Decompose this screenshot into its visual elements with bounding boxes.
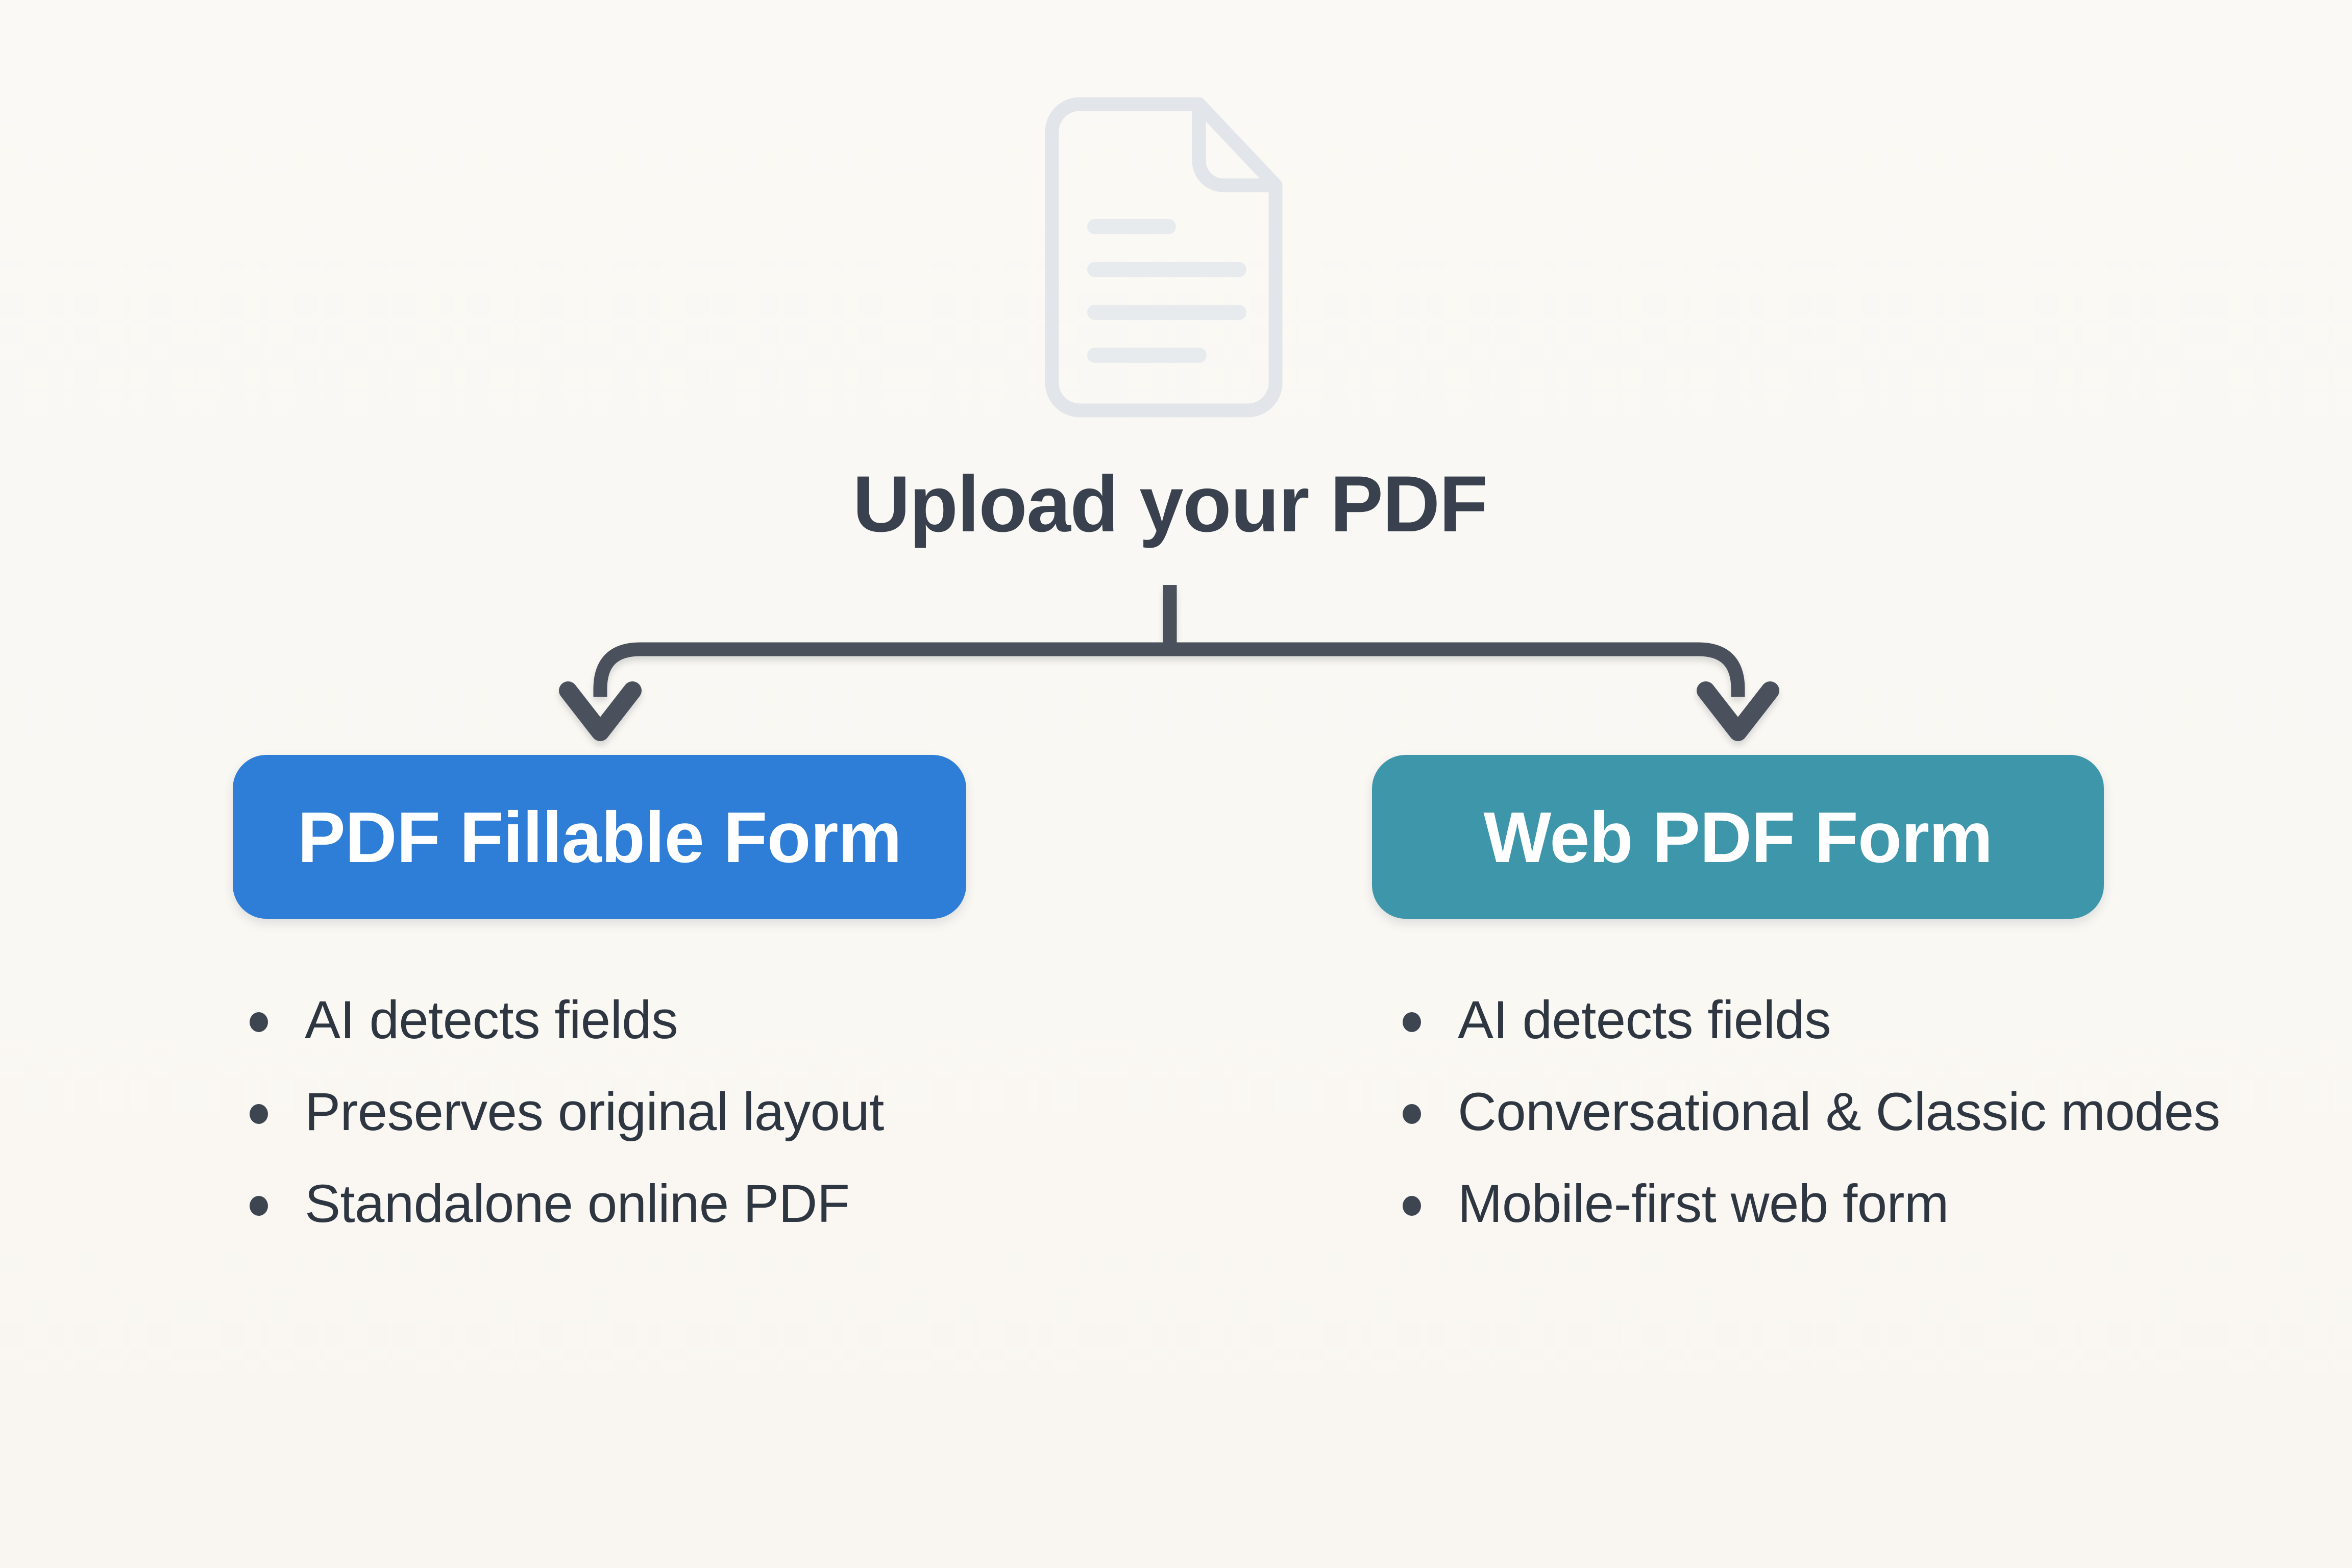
- page-title: Upload your PDF: [852, 461, 1488, 550]
- document-icon: [1045, 97, 1283, 418]
- arrow-down-icon: [559, 681, 642, 741]
- list-item: AI detects fields: [233, 975, 884, 1067]
- web-pdf-form-bullet-list: AI detects fields Conversational & Class…: [1386, 975, 2220, 1251]
- arrow-down-icon: [1697, 681, 1779, 741]
- pdf-fillable-form-bullet-list: AI detects fields Preserves original lay…: [233, 975, 884, 1251]
- document-outline: [1045, 97, 1283, 418]
- list-item: Conversational & Classic modes: [1386, 1067, 2220, 1159]
- list-item: Standalone online PDF: [233, 1159, 884, 1251]
- connector-bar: [593, 642, 1745, 697]
- document-fold: [1192, 100, 1280, 192]
- web-pdf-form-button[interactable]: Web PDF Form: [1372, 755, 2104, 919]
- list-item: AI detects fields: [1386, 975, 2220, 1067]
- pdf-fillable-form-button[interactable]: PDF Fillable Form: [233, 755, 966, 919]
- list-item: Mobile-first web form: [1386, 1159, 2220, 1251]
- list-item: Preserves original layout: [233, 1067, 884, 1159]
